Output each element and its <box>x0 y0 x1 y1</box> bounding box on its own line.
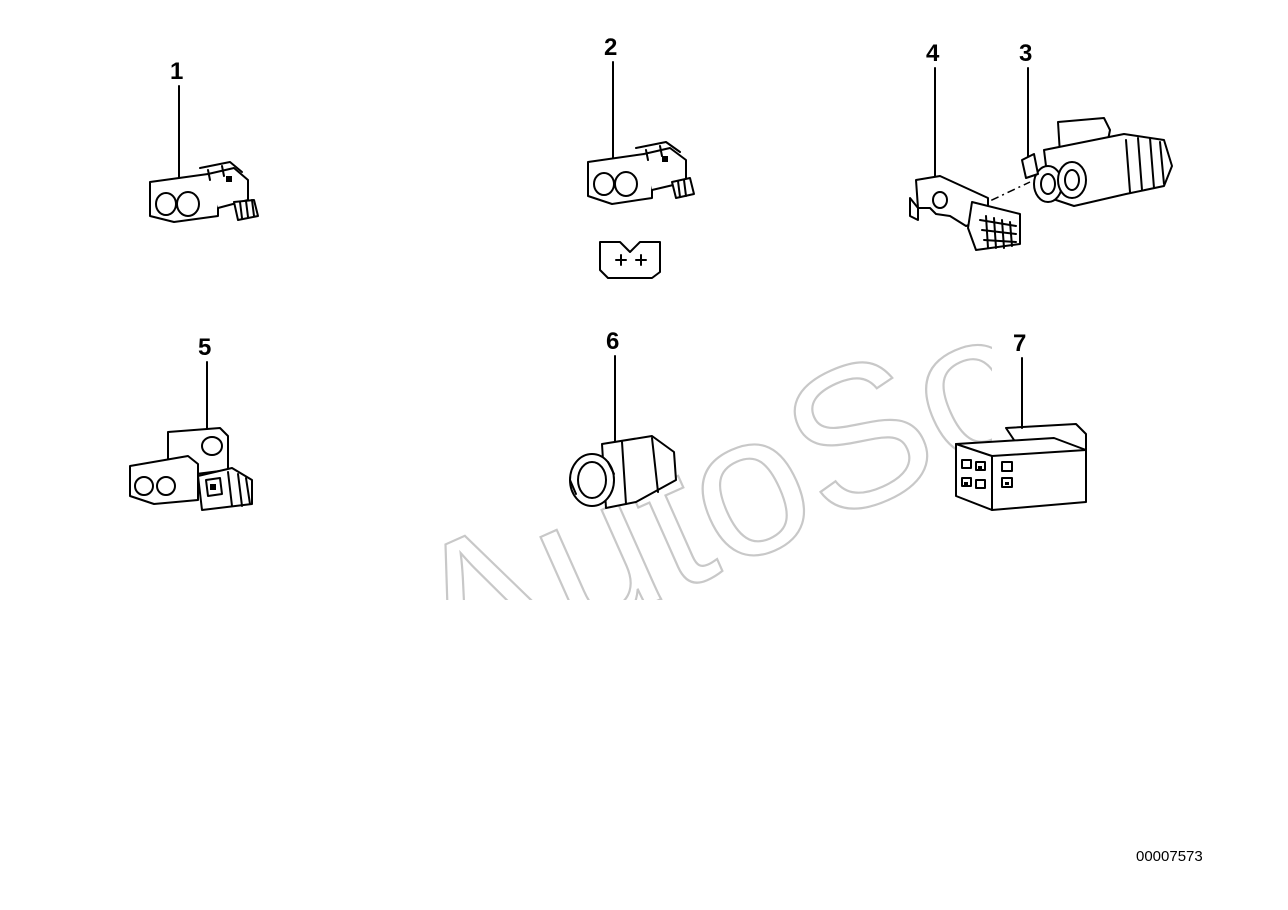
two-pin-connector-icon <box>149 161 259 223</box>
assembly-dashline <box>974 181 1031 209</box>
callout-7: 7 <box>1013 330 1027 357</box>
multi-pin-housing-icon <box>955 423 1087 511</box>
callout-2: 2 <box>604 34 618 61</box>
sealed-plug-connector-icon <box>1021 117 1173 207</box>
drawing-code: 00007573 <box>1136 848 1203 865</box>
callout-5: 5 <box>198 334 212 361</box>
callout-6: 6 <box>606 328 620 355</box>
pin-symbol-icon <box>599 241 661 279</box>
callout-3: 3 <box>1019 40 1033 67</box>
callout-1: 1 <box>170 58 184 85</box>
locking-clip-icon <box>909 175 1021 251</box>
callout-4: 4 <box>926 40 940 67</box>
two-pin-connector-icon <box>587 141 695 205</box>
round-socket-icon <box>569 435 677 509</box>
angled-connector-icon <box>129 427 253 511</box>
watermark: AutoSoft <box>375 260 992 600</box>
